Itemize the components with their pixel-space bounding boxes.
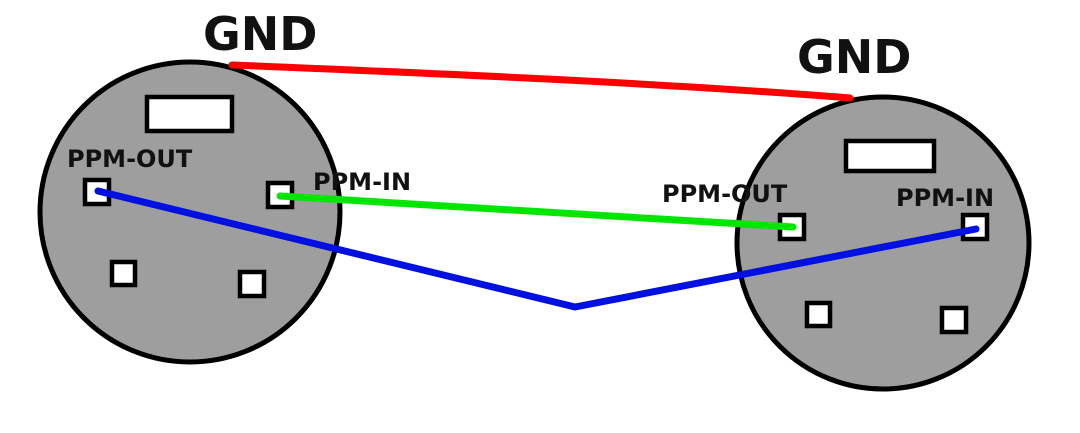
connector-right-ppm-out-label: PPM-OUT <box>662 180 788 208</box>
connector-left-pin-4 <box>237 269 267 299</box>
connector-left-key <box>144 94 235 134</box>
connector-right-gnd-label: GND <box>797 30 911 84</box>
connector-right-key <box>843 138 937 174</box>
connector-left-gnd-label: GND <box>203 7 317 61</box>
connector-right-pin-3 <box>804 300 833 329</box>
connector-right-ppm-in-label: PPM-IN <box>896 184 994 212</box>
connector-right <box>734 94 1032 392</box>
connector-left-pin-3 <box>109 259 138 288</box>
connector-left-ppm-out-label: PPM-OUT <box>67 145 193 173</box>
connector-left-ppm-in-label: PPM-IN <box>313 168 411 196</box>
connector-right-pin-4 <box>939 305 969 335</box>
ppm-in-to-ppm-out-wire <box>276 192 797 231</box>
ppm-out-to-ppm-in-wire <box>94 187 980 311</box>
gnd-wire <box>228 61 854 102</box>
